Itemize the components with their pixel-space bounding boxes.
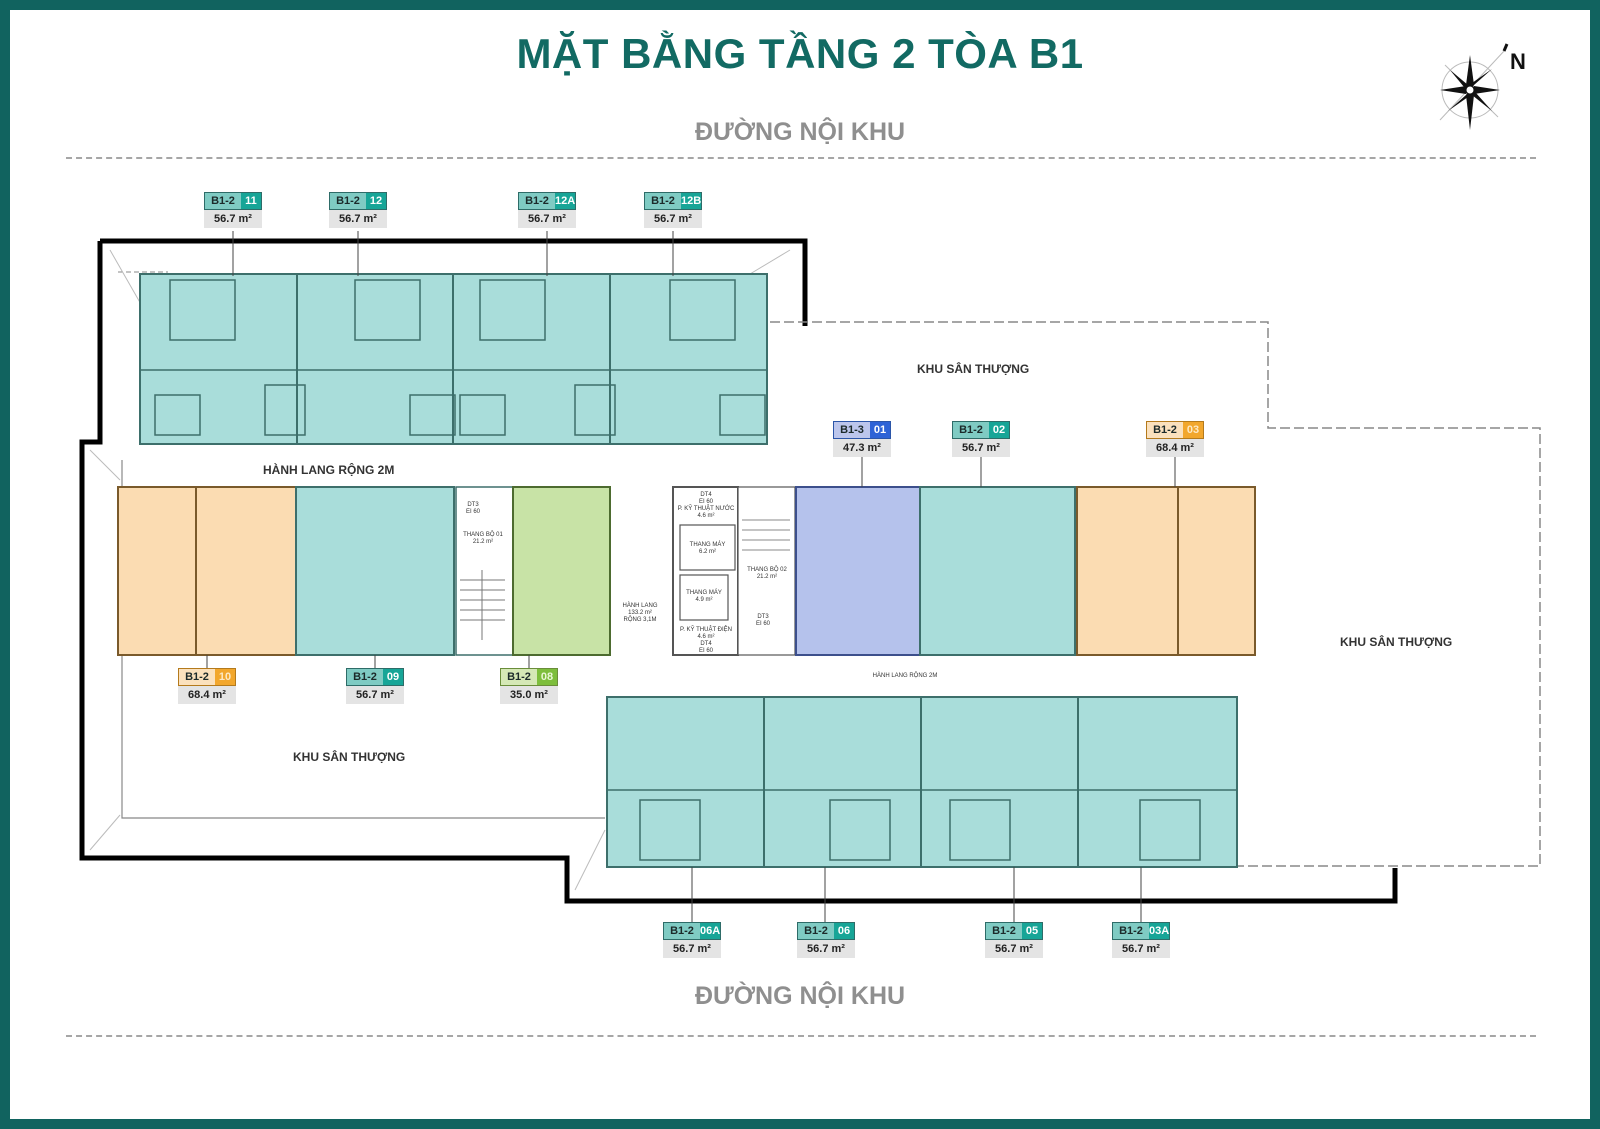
page-title: MẶT BẰNG TẦNG 2 TÒA B1 (516, 30, 1084, 77)
road-bottom-label: ĐƯỜNG NỘI KHU (694, 982, 906, 1010)
road-top-label: ĐƯỜNG NỘI KHU (694, 118, 906, 146)
corridor-top-label: HÀNH LANG RỘNG 2M (263, 463, 395, 477)
terrace-right-label: KHU SÂN THƯỢNG (1340, 635, 1453, 649)
svg-text:N: N (1510, 49, 1526, 74)
road-bottom-line (66, 1035, 1536, 1037)
corridor-bottom-label: HÀNH LANG RỘNG 2M (872, 673, 938, 679)
compass-north-icon: N (1439, 43, 1526, 130)
terrace-top-label: KHU SÂN THƯỢNG (917, 362, 1030, 376)
road-top-line (66, 157, 1536, 159)
terrace-left-label: KHU SÂN THƯỢNG (293, 750, 406, 764)
